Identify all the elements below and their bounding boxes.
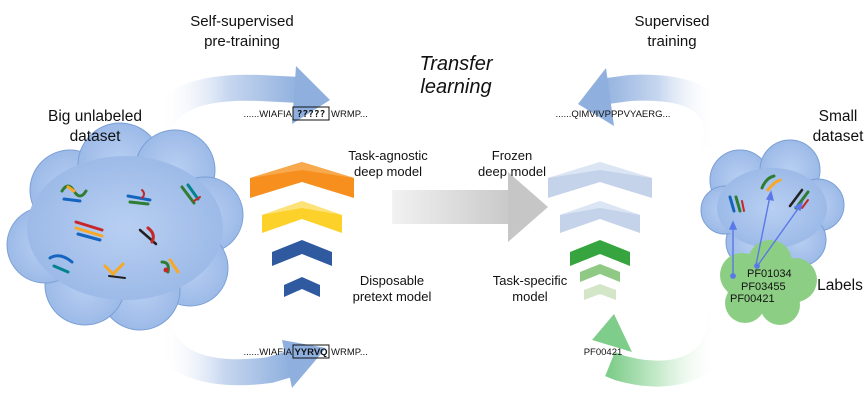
masked-sequence: ......WIAFIA ????? WRMP... bbox=[243, 106, 368, 121]
protein-icon bbox=[74, 220, 104, 242]
big-dataset-label-line1: Big unlabeled bbox=[48, 108, 142, 125]
filled-seq-prefix: ......WIAFIA bbox=[243, 347, 292, 358]
frozen-model-label-line2: deep model bbox=[478, 164, 546, 179]
small-dataset-label-line2: dataset bbox=[813, 128, 864, 145]
protein-icon bbox=[160, 258, 180, 274]
specific-layer-3 bbox=[584, 284, 616, 300]
agnostic-model-label-line1: Task-agnostic bbox=[348, 148, 428, 163]
supervised-bottom-arrow bbox=[592, 311, 733, 387]
protein-icon bbox=[728, 195, 745, 213]
labels-cloud bbox=[720, 240, 817, 325]
protein-structures-big bbox=[48, 183, 201, 279]
masked-seq-prefix: ......WIAFIA bbox=[243, 109, 292, 120]
small-dataset-label-line1: Small bbox=[819, 108, 858, 125]
pretext-model bbox=[272, 240, 332, 297]
specific-model-label-line2: model bbox=[512, 289, 548, 304]
pretraining-title-line1: Self-supervised bbox=[190, 13, 293, 30]
label-item-1: PF01034 bbox=[747, 268, 792, 280]
protein-icon bbox=[138, 226, 158, 246]
agnostic-model-label-line2: deep model bbox=[354, 164, 422, 179]
protein-icon bbox=[126, 189, 152, 206]
protein-icon bbox=[180, 183, 201, 205]
supervised-output-label: PF00421 bbox=[584, 347, 623, 358]
agnostic-layer-1-top bbox=[250, 162, 354, 178]
filled-token-box bbox=[292, 344, 330, 359]
pretext-model-label-line1: Disposable bbox=[360, 273, 424, 288]
transfer-learning-line1: Transfer bbox=[420, 53, 494, 75]
task-agnostic-model bbox=[250, 162, 354, 233]
frozen-model-label-line1: Frozen bbox=[492, 148, 532, 163]
pretext-model-label-line2: pretext model bbox=[353, 289, 432, 304]
agnostic-layer-2-top bbox=[262, 201, 342, 215]
frozen-layer-1-top bbox=[548, 162, 652, 178]
filled-sequence: ......WIAFIA YYRVQ WRMP... bbox=[243, 344, 368, 359]
big-dataset-cloud bbox=[6, 122, 244, 331]
label-item-3: PF00421 bbox=[730, 293, 775, 305]
label-item-2: PF03455 bbox=[741, 281, 786, 293]
masked-token-box bbox=[292, 106, 330, 121]
protein-icon bbox=[103, 262, 126, 279]
supervised-title-line1: Supervised bbox=[634, 13, 709, 30]
specific-layer-1 bbox=[570, 240, 630, 266]
protein-structures-small bbox=[728, 174, 810, 213]
supervised-title-line2: training bbox=[647, 33, 696, 50]
filled-token: YYRVQ bbox=[294, 347, 327, 358]
big-dataset-label-line2: dataset bbox=[70, 128, 122, 145]
labels-title: Labels bbox=[817, 277, 863, 294]
transfer-learning-line2: learning bbox=[420, 76, 491, 98]
specific-model-label-line1: Task-specific bbox=[493, 273, 568, 288]
masked-token: ????? bbox=[297, 109, 326, 120]
pretext-layer-1 bbox=[272, 240, 332, 266]
pretraining-title-line2: pre-training bbox=[204, 33, 280, 50]
supervised-top-arrow bbox=[578, 68, 730, 153]
supervised-input-seq: ......QIMVIVPPPVYAERG... bbox=[556, 109, 671, 120]
frozen-layer-2-top bbox=[560, 201, 640, 215]
task-specific-model bbox=[570, 240, 630, 300]
specific-layer-2 bbox=[580, 264, 620, 282]
protein-icon bbox=[60, 184, 88, 203]
transfer-arrow bbox=[392, 172, 548, 242]
frozen-model bbox=[548, 162, 652, 233]
pretext-layer-2 bbox=[284, 277, 320, 297]
protein-icon bbox=[760, 174, 782, 192]
label-links bbox=[728, 190, 804, 279]
protein-icon bbox=[48, 254, 74, 274]
masked-seq-suffix: WRMP... bbox=[331, 109, 368, 120]
filled-seq-suffix: WRMP... bbox=[331, 347, 368, 358]
